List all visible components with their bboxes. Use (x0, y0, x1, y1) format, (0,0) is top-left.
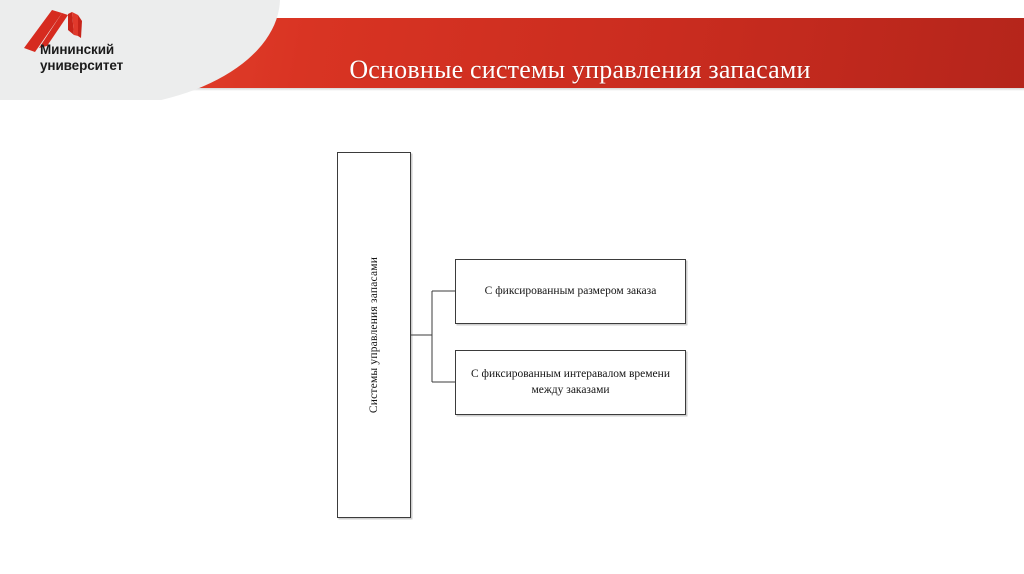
diagram-node-root-label: Системы управления запасами (368, 256, 380, 414)
diagram-node-fixed-order-size-label: С фиксированным размером заказа (484, 284, 657, 297)
logo-text-line2: университет (40, 58, 124, 74)
page-title: Основные системы управления запасами (349, 55, 811, 85)
inventory-systems-diagram: Системы управления запасами С фиксирован… (0, 100, 1024, 574)
diagram-node-fixed-order-size[interactable]: С фиксированным размером заказа (455, 259, 686, 324)
diagram-connectors (411, 290, 455, 383)
header-band-shadow (148, 88, 1024, 91)
open-book-mark-icon (22, 8, 84, 58)
diagram-node-fixed-interval-label: С фиксированным интеравалом времени межд… (471, 367, 670, 396)
logo[interactable]: Мининский университет (14, 6, 154, 86)
logo-text: Мининский университет (40, 42, 154, 75)
logo-text-line1: Мининский (40, 42, 115, 57)
slide-header: Основные системы управления запасами Мин… (0, 0, 1024, 100)
diagram-node-fixed-interval[interactable]: С фиксированным интеравалом времени межд… (455, 350, 686, 415)
header-red-band (148, 18, 1024, 88)
diagram-node-root[interactable]: Системы управления запасами (337, 152, 411, 518)
